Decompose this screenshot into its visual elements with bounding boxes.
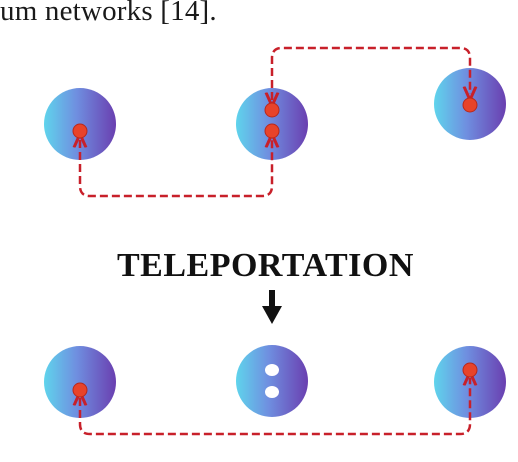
- state-before: [44, 46, 506, 198]
- node-a-after: [44, 346, 116, 418]
- empty-slot-b1-after: [265, 364, 279, 376]
- empty-slot-b2-after: [265, 386, 279, 398]
- caption-fragment: um networks [14].: [0, 0, 217, 27]
- entanglement-link-ac: [80, 378, 470, 436]
- qubit-dot-c-after: [462, 362, 478, 378]
- down-arrow-icon: [262, 290, 282, 324]
- qubit-dot-c-before: [462, 97, 478, 113]
- teleportation-label: TELEPORTATION: [117, 247, 414, 284]
- qubit-dot-a-before: [72, 123, 88, 139]
- state-after: [44, 345, 506, 436]
- qubit-dot-a-after: [72, 382, 88, 398]
- node-b-after: [236, 345, 308, 417]
- qubit-dot-b1-before: [264, 102, 280, 118]
- entanglement-link-ab: [80, 140, 272, 198]
- qubit-dot-b2-before: [264, 123, 280, 139]
- entanglement-link-bc: [272, 46, 470, 100]
